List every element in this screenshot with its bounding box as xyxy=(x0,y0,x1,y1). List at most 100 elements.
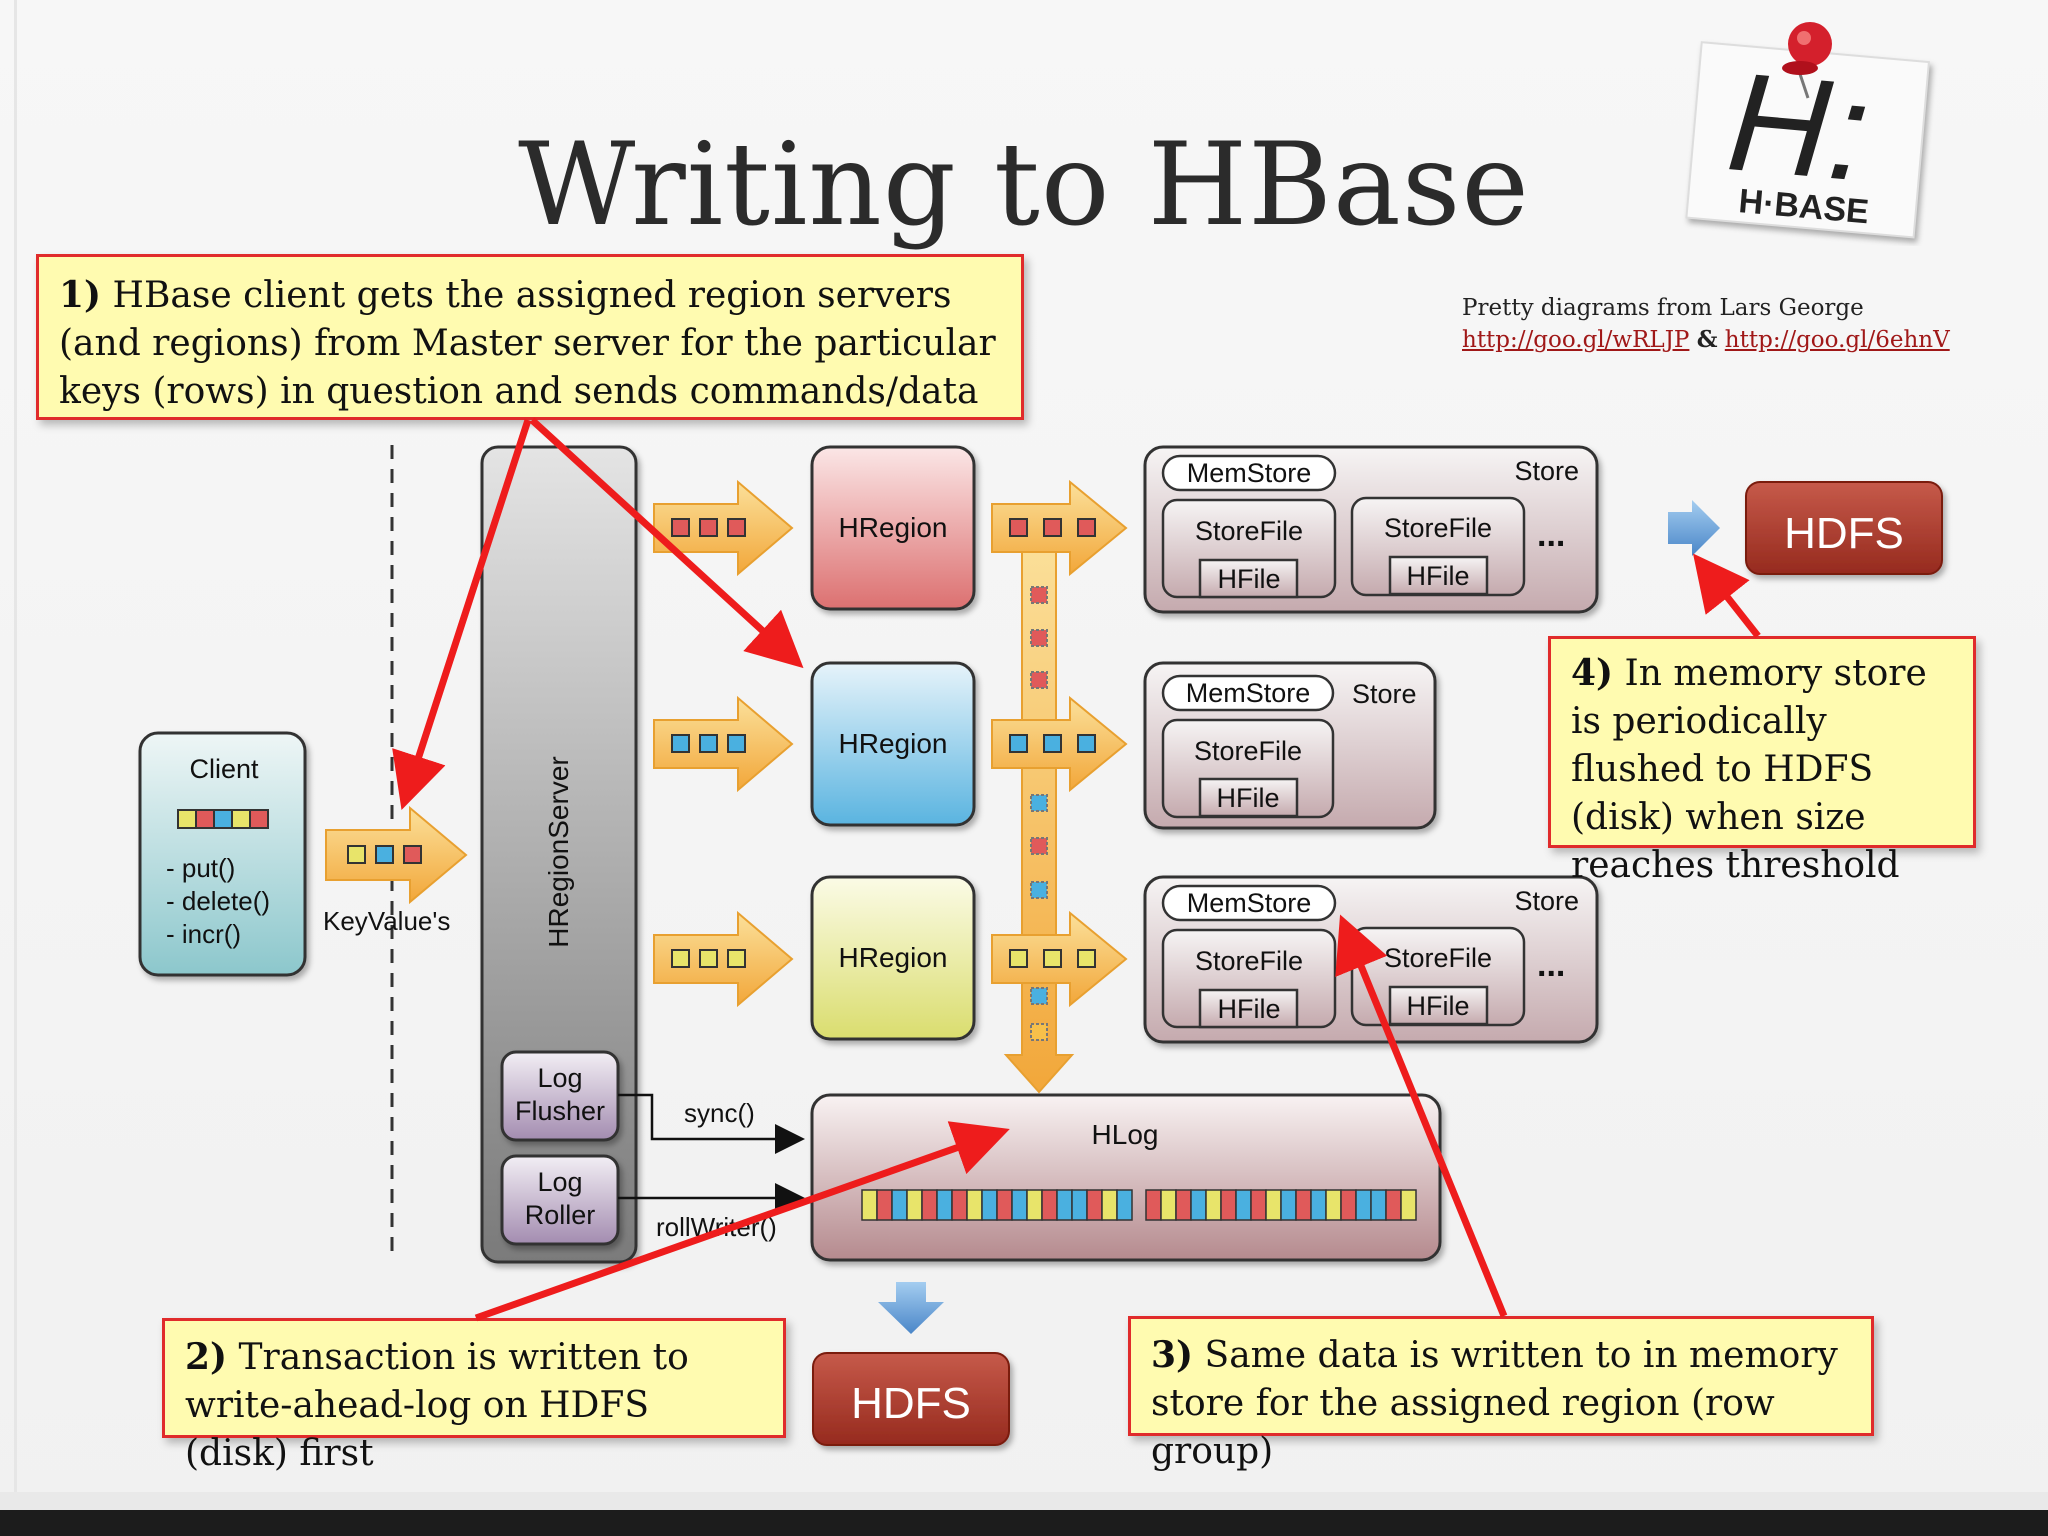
hlog-entry xyxy=(1205,1189,1222,1221)
footer-bar xyxy=(0,1510,2048,1536)
memstore-1-label: MemStore xyxy=(1187,458,1312,488)
credit-sep: & xyxy=(1696,326,1718,353)
hlog-entry xyxy=(1056,1189,1073,1221)
flush-arrow-icon xyxy=(1668,500,1720,556)
rollwriter-label: rollWriter() xyxy=(656,1212,777,1242)
hlog-entry xyxy=(1116,1189,1133,1221)
hregion-blue xyxy=(810,661,976,827)
hlog-entry xyxy=(1175,1189,1192,1221)
hlog-label: HLog xyxy=(1092,1119,1159,1150)
note-1: 1) HBase client gets the assigned region… xyxy=(36,254,1024,420)
region-arrow-1 xyxy=(653,479,794,577)
note-3-number: 3) xyxy=(1151,1334,1194,1376)
storefile-3b-label: StoreFile xyxy=(1384,943,1492,973)
note-2-text: Transaction is written to write-ahead-lo… xyxy=(185,1337,689,1474)
note-3: 3) Same data is written to in memory sto… xyxy=(1128,1316,1874,1472)
storefile-3a-label: StoreFile xyxy=(1195,946,1303,976)
hlog-entry xyxy=(1235,1189,1252,1221)
client-op-put: - put() xyxy=(166,853,235,883)
hlog-entry xyxy=(1071,1189,1088,1221)
sync-label: sync() xyxy=(684,1098,755,1128)
store-arrow-3 xyxy=(991,910,1128,1008)
credit-text: Pretty diagrams from Lars George xyxy=(1462,295,1864,321)
memstore-3-label: MemStore xyxy=(1187,888,1312,918)
store-arrow-2 xyxy=(991,695,1128,793)
hlog-entry xyxy=(1190,1189,1207,1221)
hdfs-bottom xyxy=(812,1352,1010,1446)
hlog-entry xyxy=(1265,1189,1282,1221)
client-op-incr: - incr() xyxy=(166,919,241,949)
hlog-entry xyxy=(1340,1189,1357,1221)
note-4-text: In memory store is periodically flushed … xyxy=(1571,653,1927,886)
hlog-entry xyxy=(936,1189,953,1221)
hfile-1b xyxy=(1388,555,1489,596)
hdfs-top xyxy=(1745,481,1943,575)
note-1-text: HBase client gets the assigned region se… xyxy=(59,275,996,412)
hlog-entry xyxy=(966,1189,983,1221)
credit-link-1[interactable]: http://goo.gl/wRLJP xyxy=(1462,327,1690,353)
storefile-1b-label: StoreFile xyxy=(1384,513,1492,543)
hregionserver-label: HRegionServer xyxy=(543,756,574,947)
hlog-entry xyxy=(1145,1189,1162,1221)
hregion-yellow xyxy=(810,875,976,1041)
client-box xyxy=(138,731,307,977)
hlog-entry xyxy=(1220,1189,1237,1221)
hlog-entry xyxy=(1310,1189,1327,1221)
hregion-red-label: HRegion xyxy=(839,512,948,543)
hdfs-bottom-label: HDFS xyxy=(851,1379,971,1428)
store-2-label: Store xyxy=(1352,679,1417,709)
hlog-entry xyxy=(1355,1189,1372,1221)
credit-link-2[interactable]: http://goo.gl/6ehnV xyxy=(1724,327,1950,353)
log-flusher-line1: Log xyxy=(537,1063,582,1093)
note-2: 2) Transaction is written to write-ahead… xyxy=(162,1318,786,1474)
hlog-entry xyxy=(1325,1189,1342,1221)
left-border xyxy=(14,0,17,1492)
hfile-1a-label: HFile xyxy=(1217,564,1280,594)
storefile-2a-label: StoreFile xyxy=(1194,736,1302,766)
hfile-2a-label: HFile xyxy=(1216,783,1279,813)
keyvalues-label: KeyValue's xyxy=(323,906,450,936)
note-2-number: 2) xyxy=(185,1336,228,1378)
hlog-entry xyxy=(951,1189,968,1221)
region-arrow-3 xyxy=(653,910,794,1008)
client-label: Client xyxy=(189,754,259,784)
hlog-entry xyxy=(996,1189,1013,1221)
log-roller-line2: Roller xyxy=(525,1200,596,1230)
hlog-entry xyxy=(1280,1189,1297,1221)
hlog-entry xyxy=(876,1189,893,1221)
memstore-2 xyxy=(1161,674,1335,712)
slide-footer xyxy=(0,1492,2048,1510)
memstore-1 xyxy=(1161,454,1337,492)
note-4-number: 4) xyxy=(1571,652,1614,694)
hfile-1b-label: HFile xyxy=(1406,561,1469,591)
hlog-entry xyxy=(906,1189,923,1221)
hlog-entry xyxy=(981,1189,998,1221)
hfile-3a xyxy=(1198,988,1299,1029)
hregion-yellow-label: HRegion xyxy=(839,942,948,973)
hlog-entry xyxy=(1011,1189,1028,1221)
hregion-red xyxy=(810,445,976,611)
hlog-entry xyxy=(861,1189,878,1221)
memstore-3 xyxy=(1161,884,1337,922)
hlog-entry xyxy=(1295,1189,1312,1221)
log-flusher-line2: Flusher xyxy=(515,1096,605,1126)
log-roller-line1: Log xyxy=(537,1167,582,1197)
keyvalue-arrow xyxy=(325,805,468,905)
note-3-text: Same data is written to in memory store … xyxy=(1151,1335,1838,1472)
hlog-entry xyxy=(1400,1189,1417,1221)
hlog-entry xyxy=(1086,1189,1103,1221)
store-1-ellipsis: ... xyxy=(1537,516,1565,554)
store-3-ellipsis: ... xyxy=(1537,946,1565,984)
region-arrow-2 xyxy=(653,695,794,793)
pushpin-icon xyxy=(1782,22,1832,99)
hfile-2a xyxy=(1198,777,1299,818)
hfile-3b-label: HFile xyxy=(1406,991,1469,1021)
note-4: 4) In memory store is periodically flush… xyxy=(1548,636,1976,886)
hbase-logo: H: H·BASE xyxy=(1685,22,1930,239)
store-3-label: Store xyxy=(1514,886,1579,916)
hlog-entry xyxy=(1250,1189,1267,1221)
wal-arrow-icon xyxy=(878,1282,944,1334)
client-op-delete: - delete() xyxy=(166,886,270,916)
hlog-entry xyxy=(1026,1189,1043,1221)
